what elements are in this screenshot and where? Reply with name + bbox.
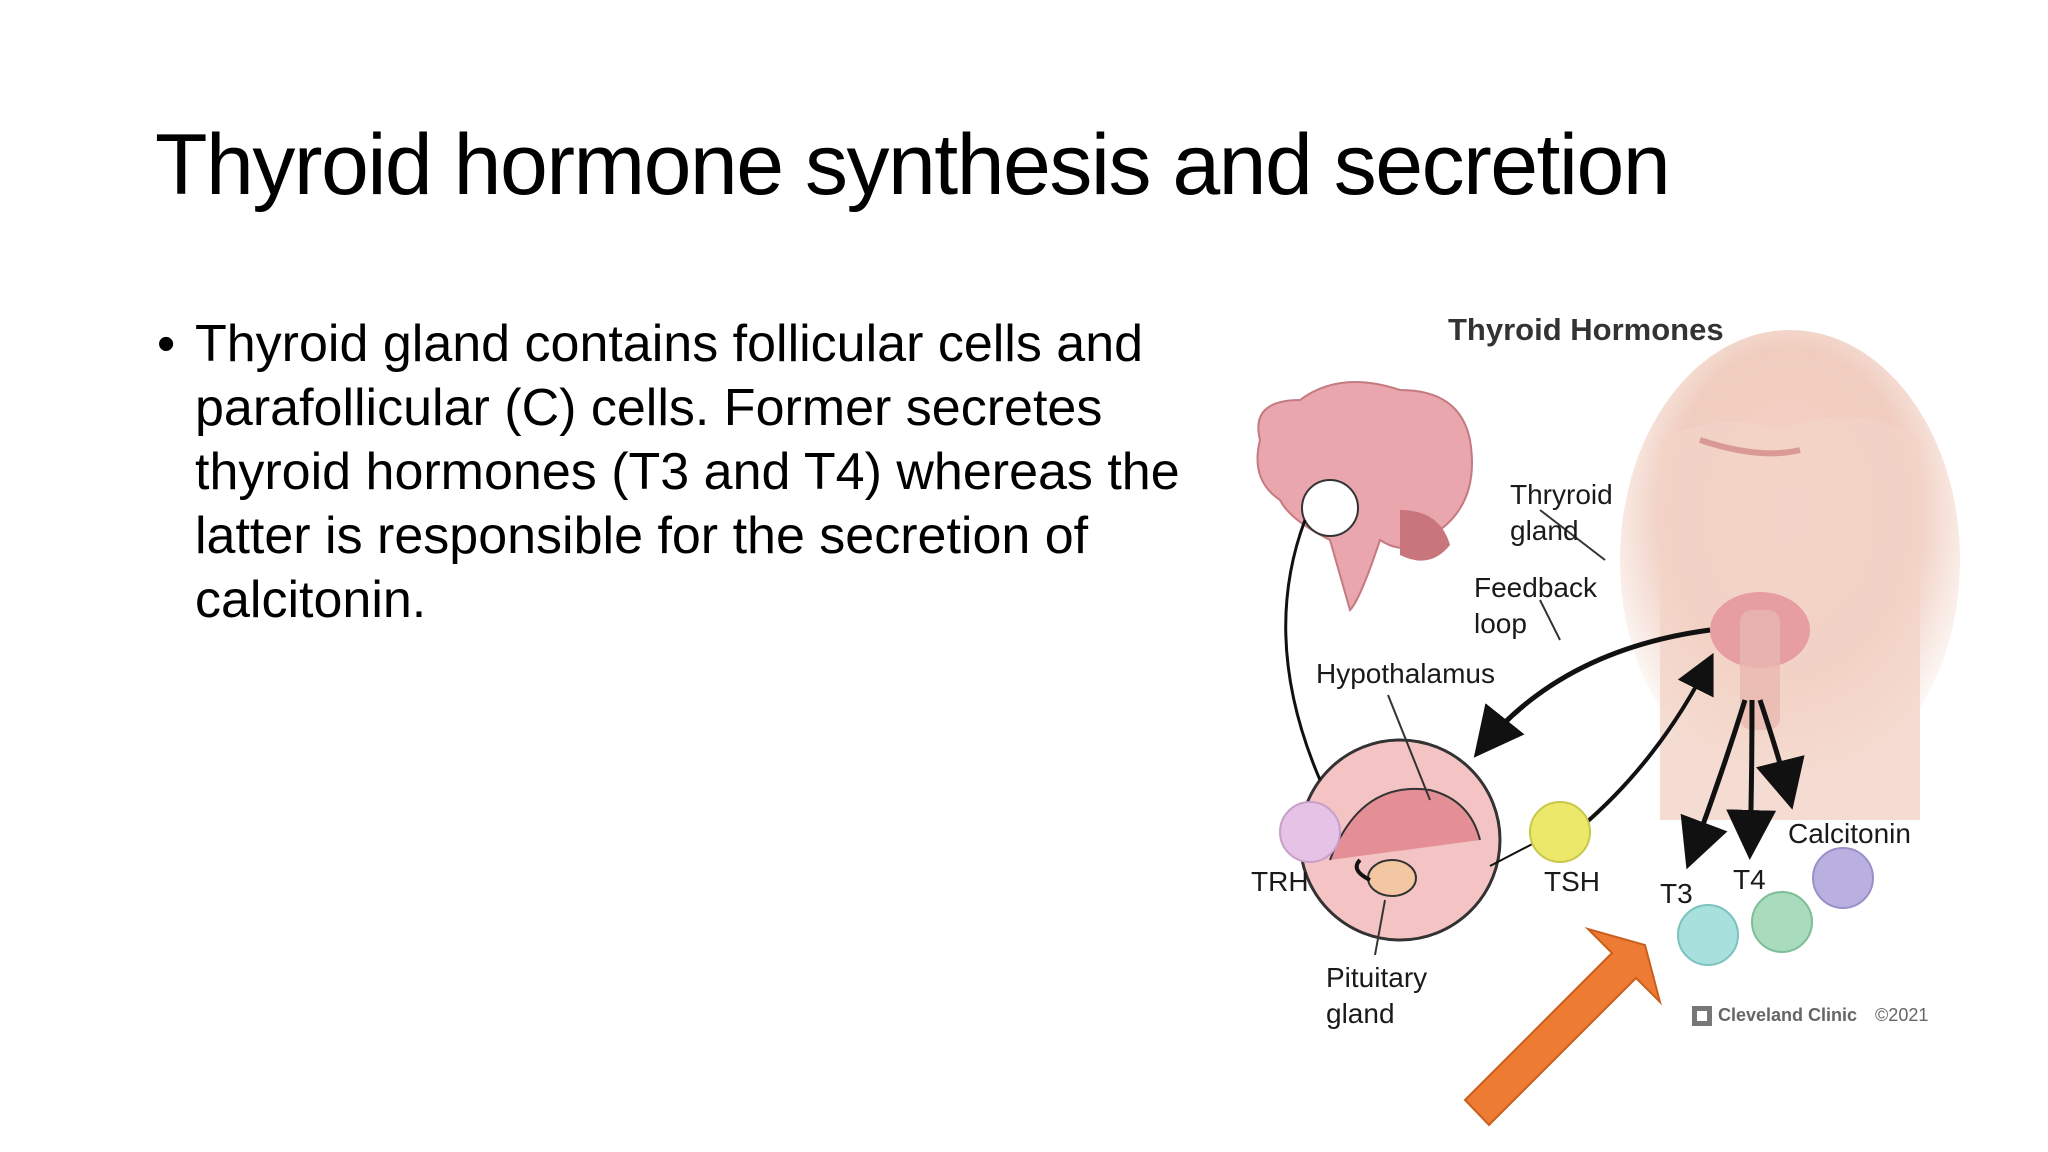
figure-title: Thyroid Hormones — [1448, 312, 1724, 347]
hypothalamus-marker — [1301, 479, 1359, 537]
t3-arrow — [1680, 699, 1748, 870]
tsh-sphere — [1529, 801, 1591, 863]
bullet-dot-icon: • — [157, 315, 176, 373]
t3-sphere — [1677, 904, 1739, 966]
t4-sphere — [1751, 891, 1813, 953]
credit-brand: Cleveland Clinic — [1718, 1005, 1858, 1025]
feedback-arrow — [1473, 627, 1711, 758]
label-tsh: TSH — [1544, 866, 1600, 897]
label-feedback-loop: Feedback loop — [1474, 572, 1597, 639]
bullet-text: Thyroid gland contains follicular cells … — [195, 315, 1180, 629]
bullet-list: • Thyroid gland contains follicular cell… — [155, 312, 1185, 632]
trh-pathway-line — [1284, 519, 1322, 781]
tsh-arrow — [1578, 652, 1714, 830]
pituitary-zoom — [1298, 738, 1502, 942]
neck-illustration — [1620, 330, 1960, 820]
label-t3: T3 — [1660, 878, 1693, 909]
t4-arrow — [1726, 699, 1777, 860]
brain-illustration — [1256, 381, 1473, 612]
label-thyroid-gland: Thryroid gland — [1510, 479, 1613, 546]
calcitonin-arrow — [1756, 699, 1805, 810]
figure-credit: Cleveland Clinic ©2021 — [1692, 1005, 1928, 1026]
trh-sphere — [1279, 801, 1341, 863]
label-hypothalamus: Hypothalamus — [1316, 658, 1495, 689]
label-t4: T4 — [1733, 864, 1766, 895]
label-pituitary-gland: Pituitary gland — [1326, 962, 1428, 1029]
label-trh: TRH — [1251, 866, 1309, 897]
orange-pointer-arrow-icon — [1463, 927, 1662, 1127]
cleveland-clinic-logo-icon — [1692, 1005, 1712, 1026]
slide-title: Thyroid hormone synthesis and secretion — [155, 117, 1671, 213]
bullet-item: • Thyroid gland contains follicular cell… — [155, 312, 1185, 632]
credit-year: ©2021 — [1875, 1005, 1929, 1025]
calcitonin-sphere — [1812, 847, 1874, 909]
label-calcitonin: Calcitonin — [1788, 818, 1911, 849]
